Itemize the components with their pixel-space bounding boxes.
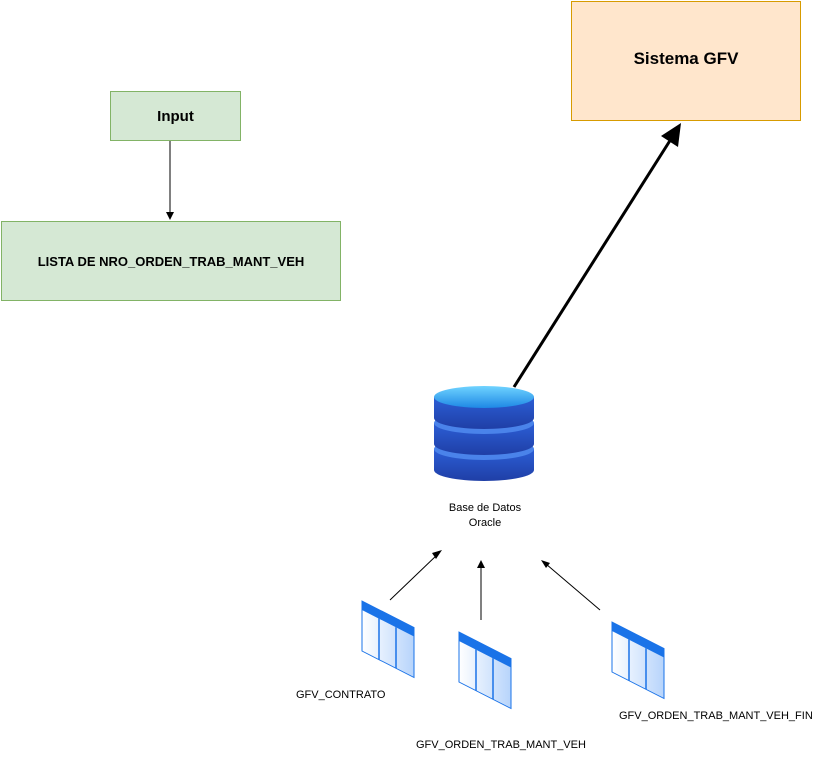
lista-node[interactable]: LISTA DE NRO_ORDEN_TRAB_MANT_VEH [1, 221, 341, 301]
table-label-contrato: GFV_CONTRATO [296, 689, 386, 701]
table-icon-orden[interactable] [458, 631, 512, 710]
lista-node-label: LISTA DE NRO_ORDEN_TRAB_MANT_VEH [37, 253, 305, 269]
table-label-orden-fin: GFV_ORDEN_TRAB_MANT_VEH_FIN [619, 710, 813, 722]
database-label-line1: Base de Datos [448, 502, 522, 514]
sistema-gfv-label: Sistema GFV [633, 49, 739, 68]
sistema-gfv-node[interactable]: Sistema GFV [571, 1, 801, 121]
arrow-fin-to-db [541, 560, 601, 611]
table-icon-contrato[interactable] [361, 600, 415, 679]
database-label: Base de Datos Oracle [422, 501, 548, 531]
database-label-line2: Oracle [468, 517, 502, 529]
input-node[interactable]: Input [110, 91, 241, 141]
arrow-orden-to-db [477, 560, 485, 620]
table-label-orden: GFV_ORDEN_TRAB_MANT_VEH [416, 739, 586, 751]
database-icon[interactable] [434, 386, 534, 481]
input-node-label: Input [157, 107, 194, 125]
table-icon-orden-fin[interactable] [611, 621, 665, 700]
arrow-input-to-lista [166, 141, 174, 220]
arrow-db-to-sistema [512, 123, 681, 388]
arrow-contrato-to-db [389, 550, 442, 601]
